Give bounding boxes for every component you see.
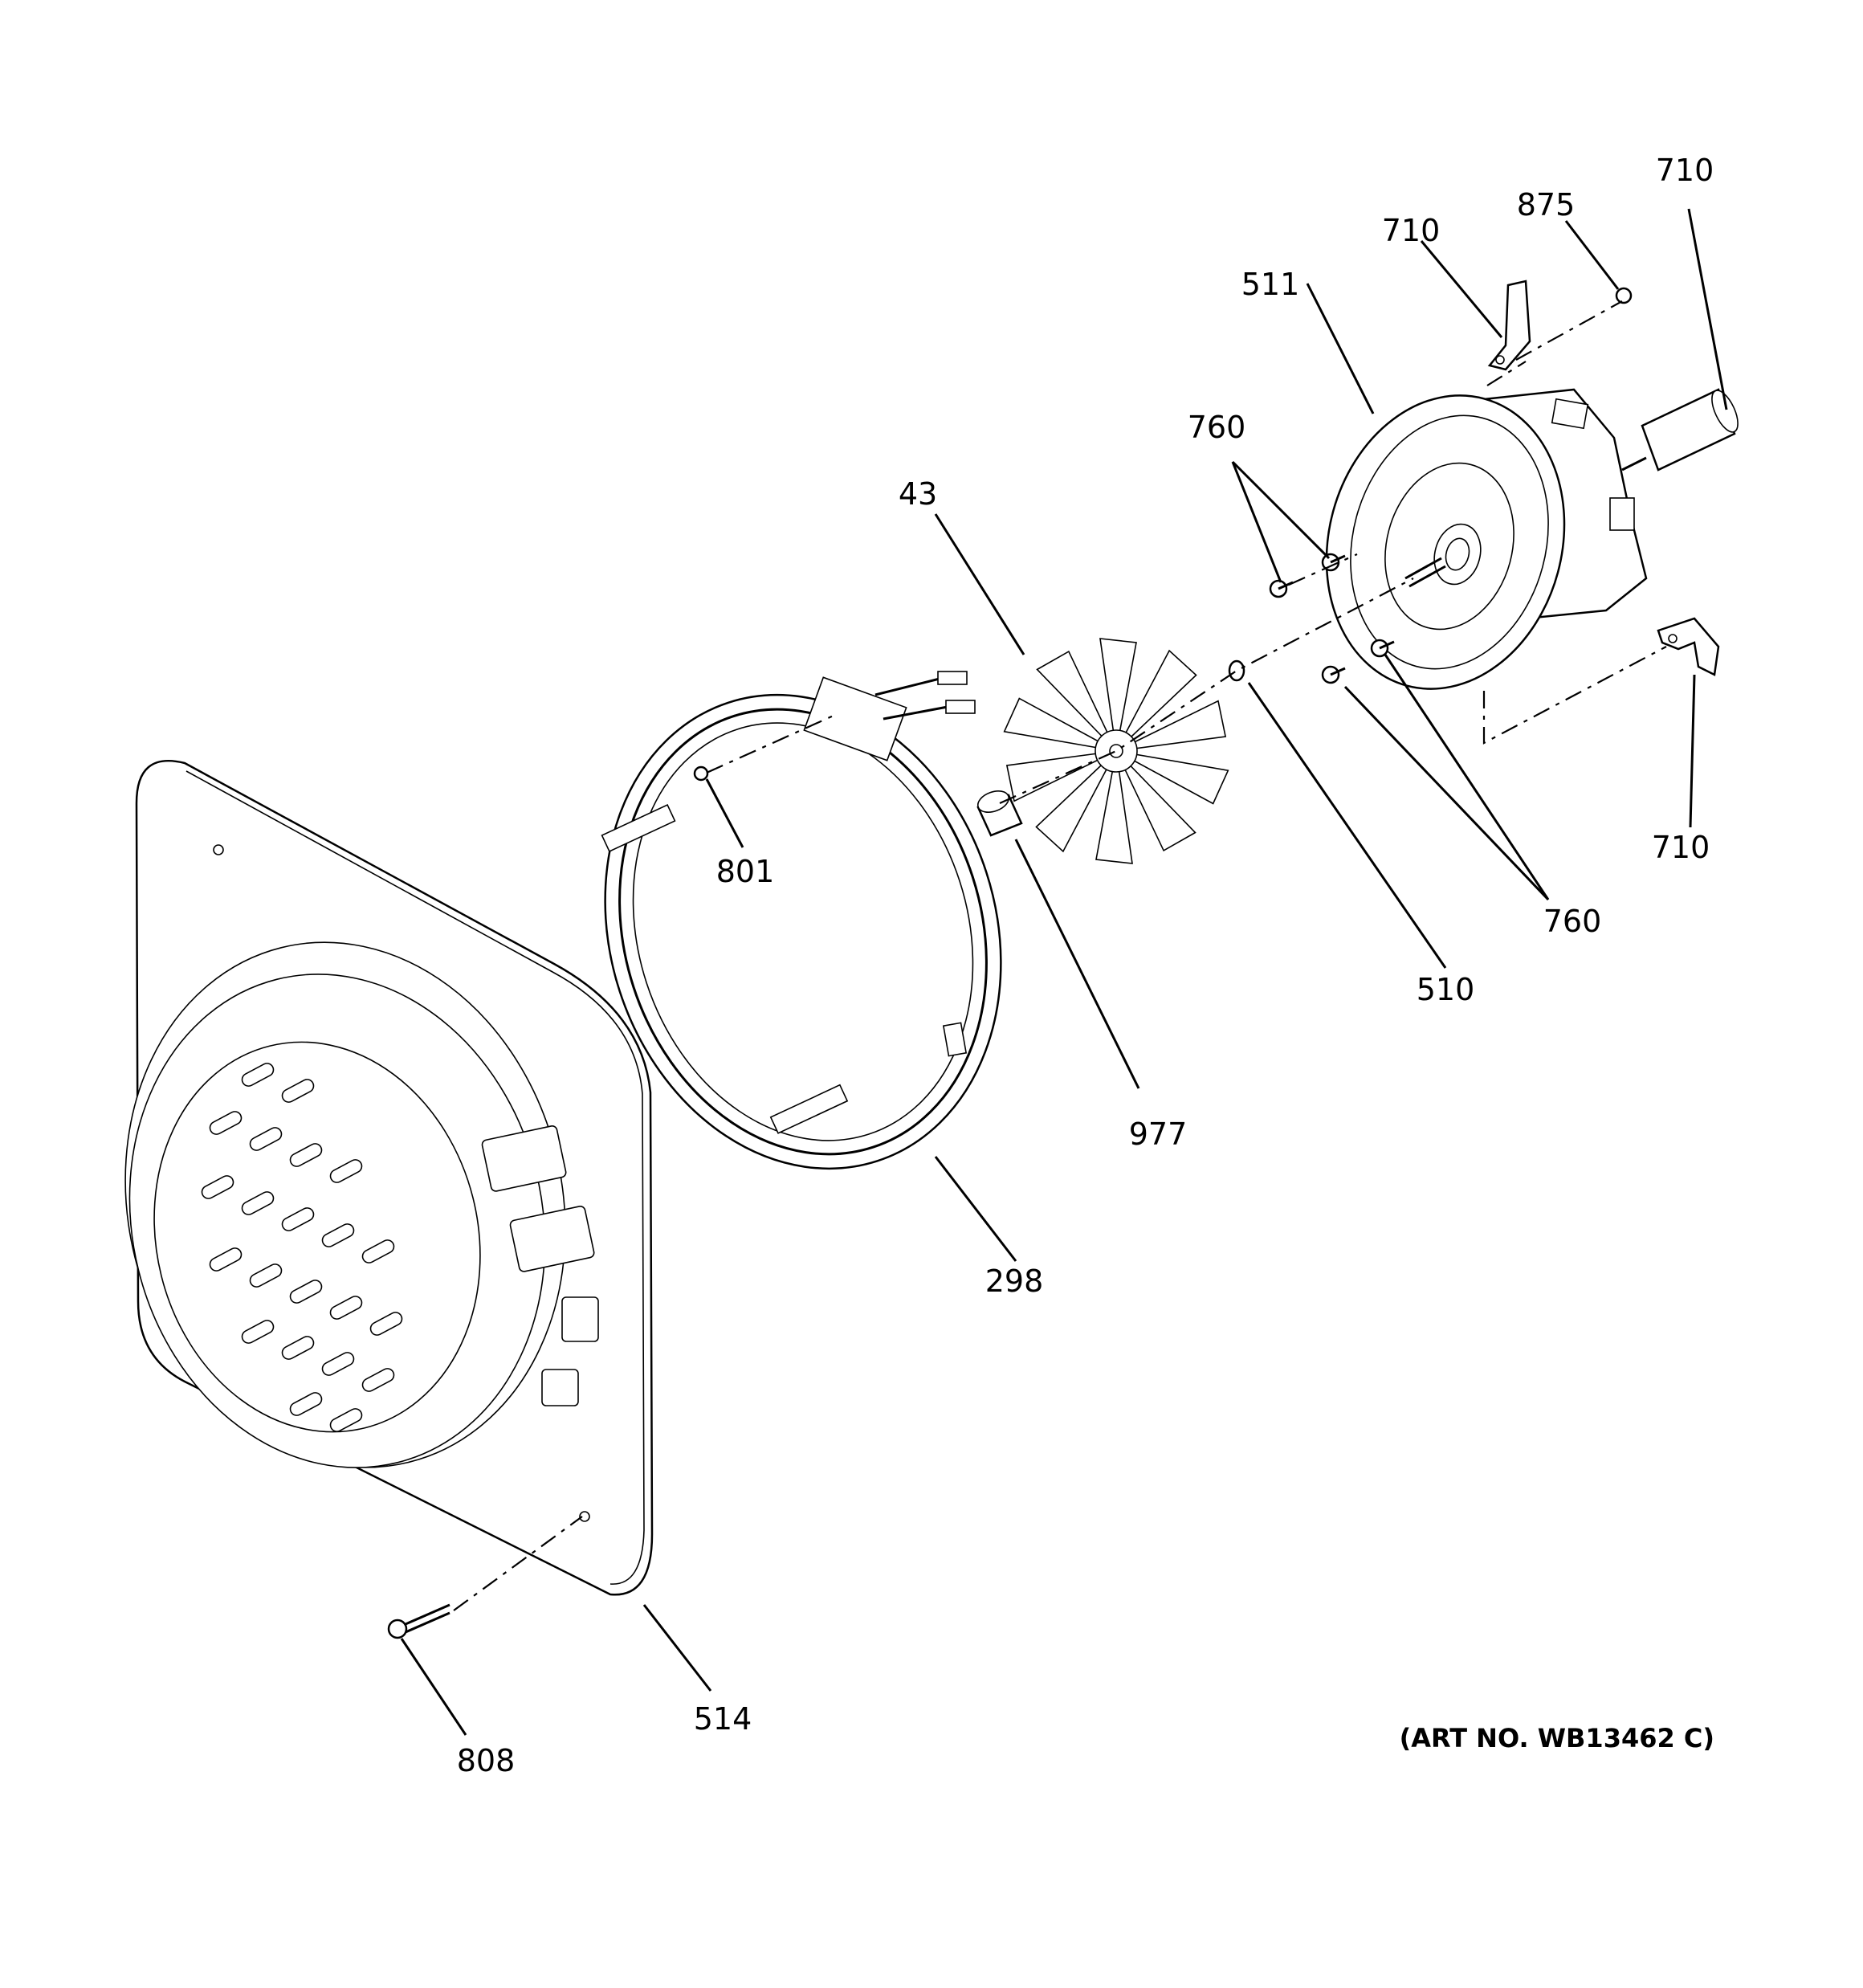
screw-760-upper-b [1321,553,1346,572]
callout-298: 298 [985,1263,1044,1299]
callout-511: 511 [1241,267,1300,302]
washer-510 [1228,659,1245,682]
screw-760-lower-a [1321,665,1346,684]
art-number: (ART NO. WB13462 C) [1400,1723,1714,1753]
fan-motor-511 [1325,388,1648,690]
assembly-lines [453,300,1667,1611]
callout-875: 875 [1517,187,1576,222]
vent-slots [201,1063,403,1432]
callout-760-lower: 760 [1543,904,1602,939]
callout-labels: 710 875 710 511 760 43 801 710 760 510 9… [457,153,1714,1778]
callout-808: 808 [457,1743,516,1778]
fan-blade-43 [1003,638,1229,864]
heating-element-298 [601,671,1002,1170]
nut-977 [976,790,1023,837]
callout-514: 514 [694,1701,752,1737]
side-openings [481,1125,599,1406]
callout-710-bracket-top: 710 [1382,213,1441,248]
screw-760-upper-a [1269,579,1294,598]
screw-760-lower-b [1370,639,1395,658]
callout-43: 43 [899,476,937,512]
callout-760-upper: 760 [1188,410,1246,445]
screw-801 [693,765,709,782]
screw-875 [1615,287,1633,304]
callout-801: 801 [716,854,775,889]
leader-lines [400,208,1728,1736]
callout-710-bracket-bottom: 710 [1652,830,1710,865]
bracket-710-bottom [1657,617,1720,676]
capacitor-710 [1621,388,1739,471]
callout-710-capacitor: 710 [1656,153,1714,188]
bracket-710-top [1487,280,1531,371]
callout-510: 510 [1417,972,1475,1007]
screw-808 [387,1603,450,1639]
rear-panel-514 [124,759,654,1596]
callout-977: 977 [1129,1116,1188,1152]
